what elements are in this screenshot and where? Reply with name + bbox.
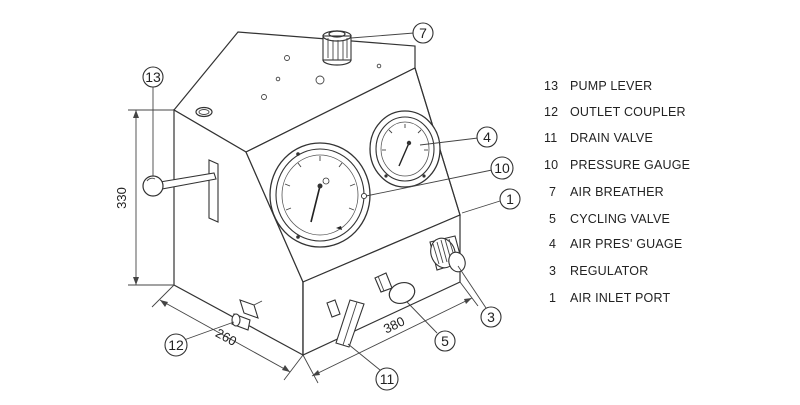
air-breather-icon (322, 30, 352, 66)
dimension-height-label: 330 (114, 187, 129, 209)
callout-4: 4 (419, 126, 498, 148)
cycling-valve-icon (374, 272, 416, 304)
outlet-coupler-icon (231, 299, 263, 331)
svg-text:10: 10 (494, 160, 510, 176)
legend-num: 3 (549, 264, 556, 278)
svg-text:1: 1 (506, 191, 514, 207)
pump-lever-icon (142, 159, 219, 223)
dimension-height: 330 (114, 109, 174, 286)
bolt-icon (284, 55, 290, 61)
legend-label: AIR INLET PORT (570, 291, 670, 305)
legend-num: 13 (544, 79, 558, 93)
svg-text:13: 13 (145, 69, 161, 85)
callout-1: 1 (461, 188, 521, 214)
air-pressure-gauge-icon (369, 110, 441, 188)
regulator-icon (429, 235, 466, 273)
svg-text:5: 5 (441, 333, 449, 349)
callout-10: 10 (365, 156, 514, 197)
legend-label: DRAIN VALVE (570, 131, 653, 145)
callout-12: 12 (164, 321, 235, 357)
legend-label: OUTLET COUPLER (570, 105, 686, 119)
pressure-gauge-icon (269, 142, 371, 248)
legend-num: 5 (549, 212, 556, 226)
legend-label: CYCLING VALVE (570, 212, 670, 226)
callout-5: 5 (406, 301, 456, 352)
legend-label: PRESSURE GAUGE (570, 158, 690, 172)
callout-3: 3 (457, 265, 502, 328)
legend-label: AIR BREATHER (570, 185, 664, 199)
legend-num: 1 (549, 291, 556, 305)
legend-num: 7 (549, 185, 556, 199)
legend-num: 4 (549, 237, 556, 251)
fill-port-icon (195, 106, 213, 118)
dimension-depth-label: 260 (213, 325, 239, 349)
drain-valve-icon (326, 299, 365, 348)
legend-num: 10 (544, 158, 558, 172)
legend-label: PUMP LEVER (570, 79, 652, 93)
svg-text:12: 12 (168, 337, 184, 353)
legend-label: REGULATOR (570, 264, 648, 278)
callout-11: 11 (347, 343, 399, 391)
parts-legend: 13 PUMP LEVER 12 OUTLET COUPLER 11 DRAIN… (544, 79, 690, 305)
svg-text:3: 3 (487, 309, 495, 325)
bolt-icon (315, 75, 325, 85)
top-face-details (195, 55, 382, 118)
legend-label: AIR PRES' GUAGE (570, 237, 682, 251)
callout-7: 7 (350, 22, 434, 44)
svg-text:11: 11 (380, 371, 395, 387)
callout-13: 13 (142, 66, 164, 176)
bolt-icon (261, 94, 267, 100)
legend-num: 12 (544, 105, 558, 119)
legend-num: 11 (544, 131, 557, 145)
svg-text:7: 7 (419, 25, 427, 41)
svg-text:4: 4 (483, 129, 491, 145)
